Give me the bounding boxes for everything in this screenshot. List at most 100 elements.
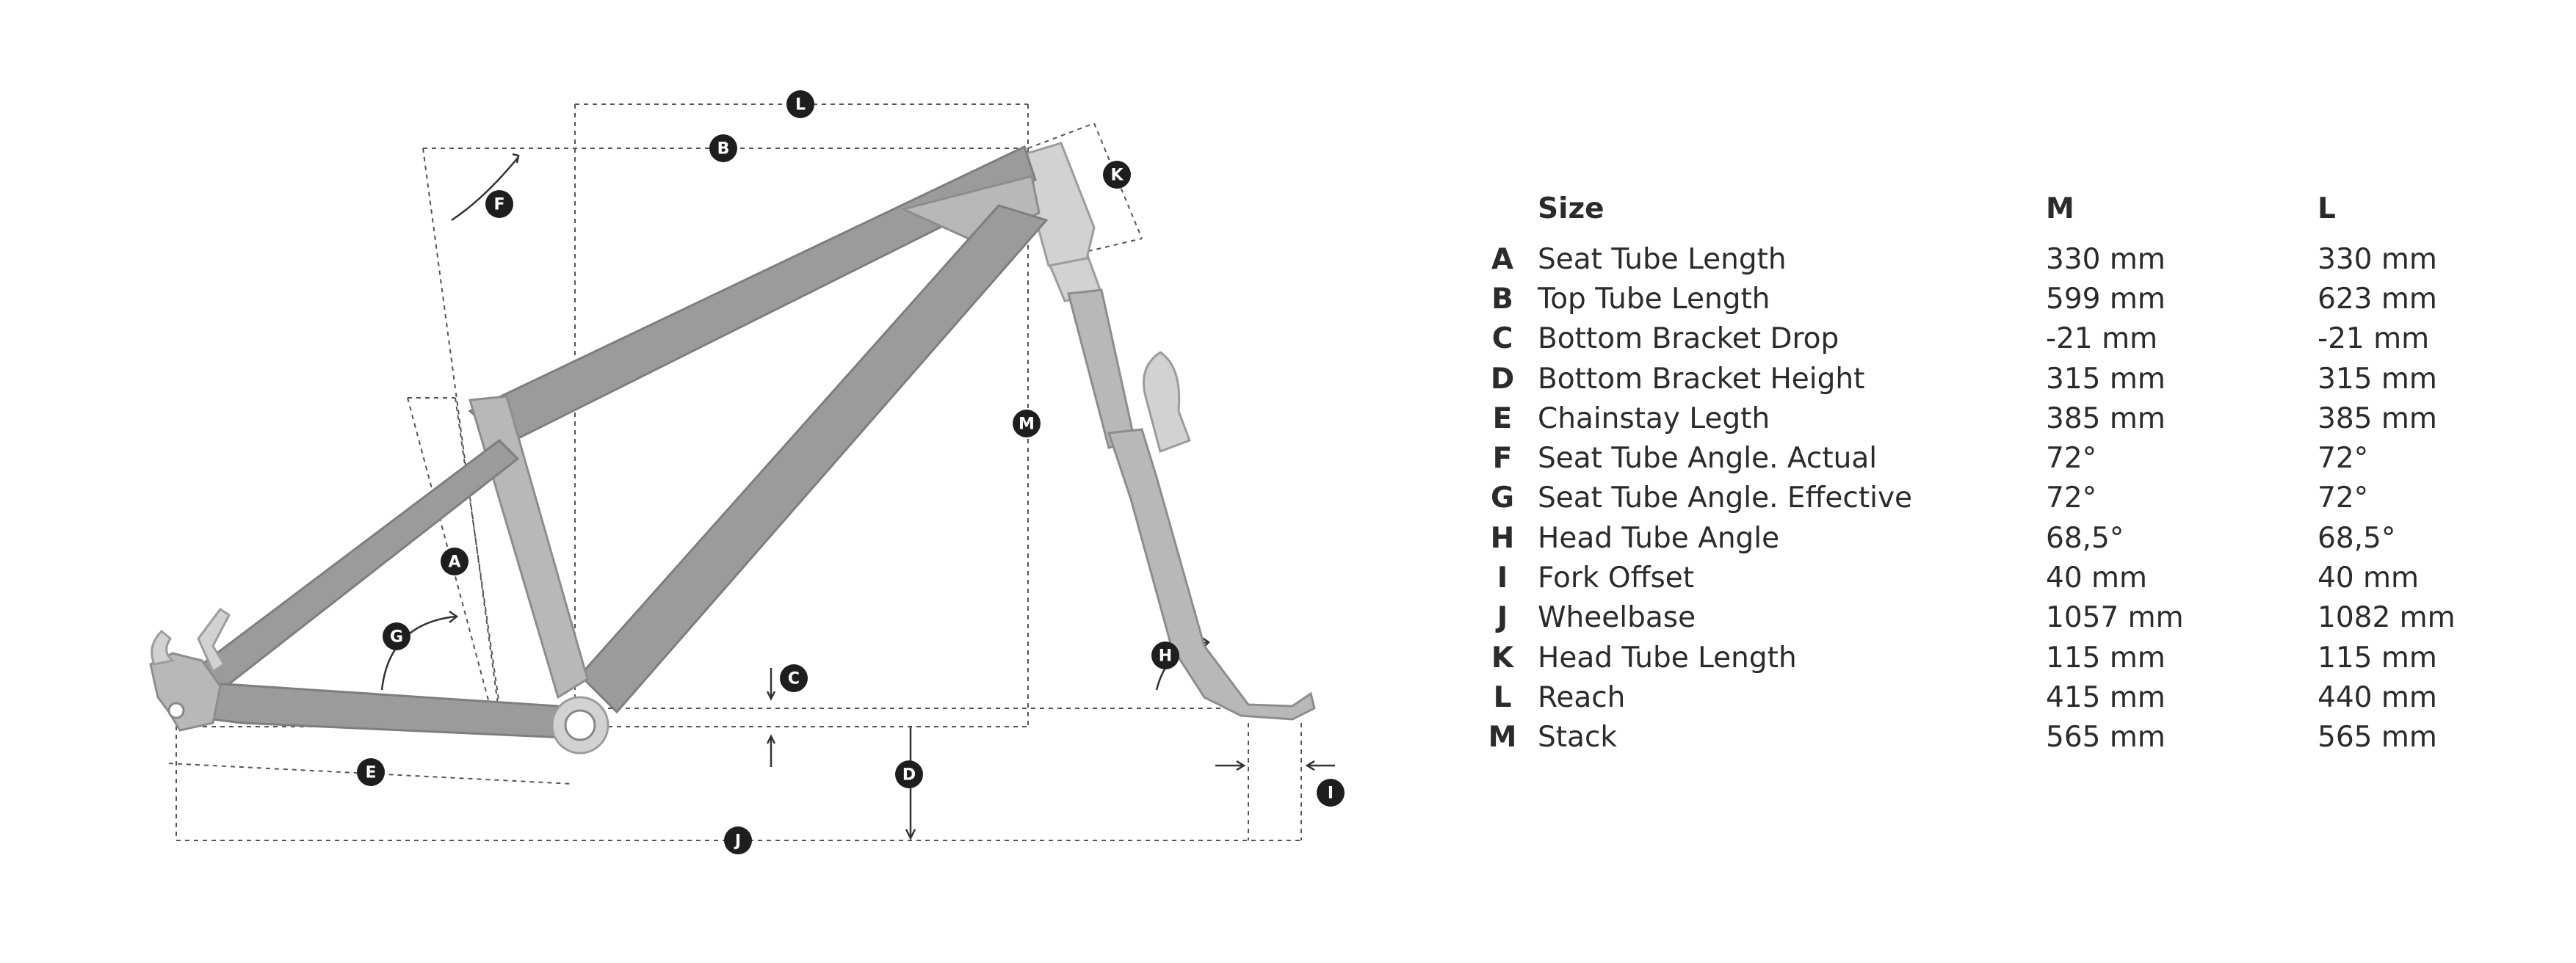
header-size-m: M: [2046, 192, 2074, 225]
marker-A: A: [441, 548, 468, 575]
row-value-m: 1057 mm: [2046, 601, 2184, 635]
table-header-row: Size M L: [1476, 192, 2538, 239]
marker-H: H: [1151, 642, 1179, 669]
marker-E: E: [357, 758, 385, 786]
row-key: J: [1497, 601, 1508, 635]
table-row: I Fork Offset 40 mm 40 mm: [1476, 558, 2538, 597]
table-row: J Wheelbase 1057 mm 1082 mm: [1476, 598, 2538, 638]
row-value-m: 330 mm: [2046, 242, 2166, 276]
svg-text:A: A: [448, 553, 460, 572]
row-key: M: [1488, 721, 1517, 755]
table-row: M Stack 565 mm 565 mm: [1476, 718, 2538, 757]
header-size-l: L: [2318, 192, 2336, 225]
row-value-l: 315 mm: [2318, 362, 2437, 396]
marker-F: F: [485, 190, 513, 218]
row-value-l: 72°: [2318, 482, 2369, 515]
marker-G: G: [383, 622, 410, 650]
table-row: E Chainstay Legth 385 mm 385 mm: [1476, 399, 2538, 438]
row-value-m: 599 mm: [2046, 282, 2166, 316]
row-value-l: 68,5°: [2318, 521, 2396, 555]
row-value-m: 115 mm: [2046, 641, 2166, 675]
row-key: G: [1490, 482, 1514, 515]
bike-frame: [149, 142, 1316, 755]
marker-L: L: [786, 90, 814, 118]
table-row: L Reach 415 mm 440 mm: [1476, 677, 2538, 717]
rear-dropout: [149, 652, 222, 732]
row-value-l: 440 mm: [2318, 680, 2437, 714]
row-name: Seat Tube Angle. Effective: [1538, 482, 1913, 515]
row-value-m: 415 mm: [2046, 680, 2166, 714]
header-key: [1476, 192, 1538, 239]
row-value-m: -21 mm: [2046, 322, 2158, 356]
table-row: A Seat Tube Length 330 mm 330 mm: [1476, 239, 2538, 279]
table-row: H Head Tube Angle 68,5° 68,5°: [1476, 518, 2538, 558]
row-value-m: 40 mm: [2046, 562, 2148, 595]
row-key: D: [1490, 362, 1515, 396]
table-row: G Seat Tube Angle. Effective 72° 72°: [1476, 479, 2538, 518]
fork-stanchion: [1067, 288, 1136, 449]
row-value-l: 330 mm: [2318, 242, 2437, 276]
row-value-m: 565 mm: [2046, 721, 2166, 755]
row-value-m: 68,5°: [2046, 521, 2124, 555]
marker-C: C: [780, 664, 808, 692]
row-value-l: 565 mm: [2318, 721, 2437, 755]
seat-tube: [468, 395, 589, 699]
row-name: Top Tube Length: [1538, 282, 1770, 316]
row-key: F: [1492, 442, 1513, 476]
row-key: E: [1492, 401, 1513, 435]
svg-text:M: M: [1019, 415, 1035, 434]
svg-text:E: E: [365, 764, 376, 782]
row-name: Bottom Bracket Height: [1538, 362, 1865, 396]
row-key: H: [1490, 521, 1515, 555]
svg-text:D: D: [902, 766, 916, 785]
frame-geometry-diagram: L B K F M A G C H D E I: [149, 90, 1345, 854]
svg-text:J: J: [734, 832, 741, 851]
marker-M: M: [1013, 410, 1041, 437]
marker-D: D: [895, 760, 923, 788]
table-row: K Head Tube Length 115 mm 115 mm: [1476, 638, 2538, 677]
row-value-m: 385 mm: [2046, 401, 2166, 435]
row-value-l: 40 mm: [2318, 562, 2420, 595]
row-name: Stack: [1538, 721, 1617, 755]
row-name: Fork Offset: [1538, 562, 1695, 595]
row-name: Reach: [1538, 680, 1626, 714]
svg-text:G: G: [390, 628, 403, 647]
row-key: K: [1491, 641, 1514, 675]
row-key: C: [1491, 322, 1513, 356]
table-row: D Bottom Bracket Height 315 mm 315 mm: [1476, 359, 2538, 399]
svg-text:K: K: [1110, 167, 1124, 185]
row-name: Head Tube Length: [1538, 641, 1797, 675]
svg-text:L: L: [795, 96, 806, 115]
row-value-l: -21 mm: [2318, 322, 2430, 356]
marker-I: I: [1317, 779, 1345, 807]
svg-text:I: I: [1328, 785, 1334, 803]
row-name: Seat Tube Angle. Actual: [1538, 442, 1878, 476]
row-name: Seat Tube Length: [1538, 242, 1787, 276]
row-value-l: 385 mm: [2318, 401, 2437, 435]
row-key: I: [1497, 562, 1508, 595]
row-value-m: 315 mm: [2046, 362, 2166, 396]
row-key: A: [1491, 242, 1514, 276]
svg-text:H: H: [1159, 647, 1172, 666]
marker-K: K: [1103, 161, 1131, 189]
row-value-m: 72°: [2046, 482, 2097, 515]
seat-stay: [190, 439, 520, 695]
fork-lower-leg: [1107, 428, 1316, 721]
svg-text:F: F: [493, 196, 504, 214]
header-size: Size: [1538, 192, 1604, 225]
row-value-l: 1082 mm: [2318, 601, 2456, 635]
row-name: Chainstay Legth: [1538, 401, 1770, 435]
row-value-l: 115 mm: [2318, 641, 2437, 675]
svg-text:C: C: [788, 670, 800, 688]
row-key: L: [1493, 680, 1512, 714]
svg-text:B: B: [717, 140, 730, 159]
fork-arch: [1143, 351, 1191, 453]
brake-mount: [197, 607, 231, 674]
row-name: Wheelbase: [1538, 601, 1696, 635]
row-name: Head Tube Angle: [1538, 521, 1780, 555]
